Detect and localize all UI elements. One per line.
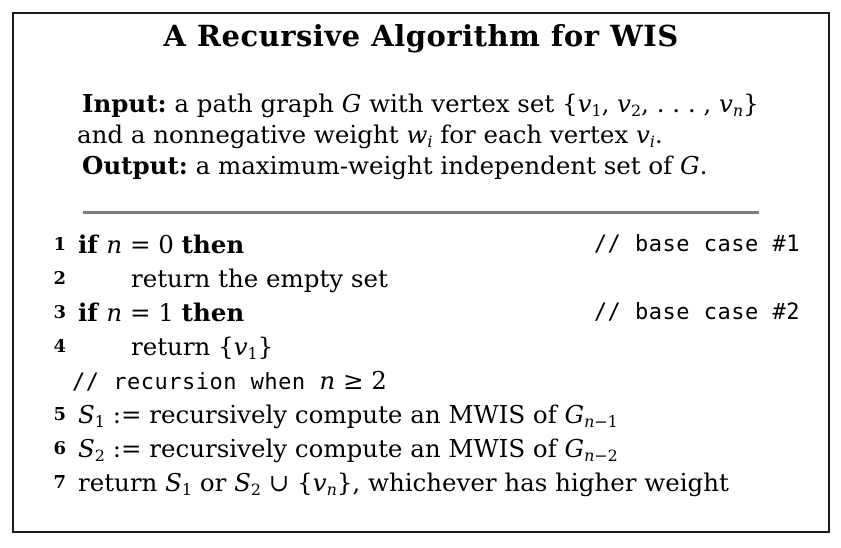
text-segment: = 1 [122,298,182,327]
text-segment: := recursively compute an MWIS of [104,400,565,429]
text-segment: a maximum-weight independent set of [187,151,681,180]
text-segment: } [257,332,274,361]
line-number: 3 [53,302,66,323]
text-segment: return the empty set [131,264,388,293]
statement: return {v1} [131,330,273,364]
text-segment: v [719,89,733,118]
text-segment: i [427,131,433,151]
code-row-3: 4 return {v1} [14,330,828,364]
text-segment: 1 [247,343,258,363]
text-segment: S [78,434,95,463]
text-segment: a path graph [166,89,342,118]
text-segment: v [577,89,592,118]
statement: if n = 0 then [78,228,244,262]
text-segment: 1 [591,100,602,120]
text-segment: ≥ 2 [335,366,387,395]
text-segment: then [181,230,245,259]
preamble-block: Input: a path graph G with vertex set {v… [77,88,759,181]
text-segment: w [406,120,428,149]
text-segment: n [326,479,337,499]
text-segment: := recursively compute an MWIS of [104,434,565,463]
text-segment: return { [131,332,234,361]
text-segment: 2 [94,445,105,465]
text-segment: = 0 [122,230,182,259]
text-segment: with vertex set { [361,89,578,118]
text-segment: S [234,468,251,497]
text-segment: . [699,151,708,180]
text-segment: 1 [181,479,193,499]
text-segment: // recursion when [72,370,320,395]
text-segment: 1 [94,411,105,431]
text-segment: S [78,400,95,429]
line-number: 2 [53,268,66,289]
text-segment: n [106,230,123,259]
text-segment: v [617,89,631,118]
algorithm-box: A Recursive Algorithm for WIS Input: a p… [12,12,830,533]
text-segment: v [635,120,650,149]
text-segment: v [312,468,327,497]
text-segment: −1 [594,411,618,431]
text-segment: G [680,151,700,180]
statement: return the empty set [131,262,388,296]
statement: S1 := recursively compute an MWIS of Gn−… [78,398,618,432]
text-segment: i [649,131,655,151]
text-segment: return [78,468,166,497]
text-segment: and a nonnegative weight [77,120,407,149]
code-row-1: 2 return the empty set [14,262,828,296]
text-segment: n [732,100,744,120]
text-segment: if [78,298,107,327]
text-segment: then [181,298,245,327]
text-segment: n [584,445,595,465]
text-segment: 2 [631,100,642,120]
line-number: 7 [53,472,66,493]
comment-statement: // recursion when n ≥ 2 [72,364,387,400]
text-segment: G [564,434,585,463]
line-number: 4 [53,336,66,357]
text-segment: Output: [82,151,188,180]
statement: if n = 1 then [78,296,244,330]
text-segment: v [233,332,248,361]
line-number: 1 [53,234,66,255]
divider-rule [83,211,759,214]
preamble-line-1: and a nonnegative weight wi for each ver… [77,119,759,150]
code-row-4: // recursion when n ≥ 2 [14,364,828,398]
text-segment: n [106,298,123,327]
statement: S2 := recursively compute an MWIS of Gn−… [78,432,618,466]
text-segment: for each vertex [432,120,636,149]
text-segment: n [319,366,336,395]
text-segment: }, whichever has higher weight [336,468,729,497]
text-segment: ∪ { [261,468,313,497]
code-row-2: 3 if n = 1 then // base case #2 [14,296,828,330]
line-number: 5 [53,404,66,425]
code-row-0: 1 if n = 0 then // base case #1 [14,228,828,262]
text-segment: −2 [594,445,618,465]
text-segment: or [192,468,235,497]
statement: return S1 or S2 ∪ {vn}, whichever has hi… [78,466,729,500]
text-segment: G [341,89,362,118]
algorithm-title: A Recursive Algorithm for WIS [163,19,679,53]
inline-comment: // base case #2 [593,300,800,325]
text-segment: n [584,411,595,431]
text-segment: G [564,400,585,429]
text-segment: , . . . , [641,89,720,118]
text-segment: S [165,468,182,497]
text-segment: } [743,89,759,118]
preamble-line-0: Input: a path graph G with vertex set {v… [82,88,759,119]
line-number: 6 [53,438,66,459]
text-segment: if [78,230,107,259]
text-segment: . [654,120,663,149]
preamble-line-2: Output: a maximum-weight independent set… [82,150,759,181]
text-segment: 2 [250,479,262,499]
text-segment: , [601,89,618,118]
code-listing: 1 if n = 0 then // base case #1 2 return the… [14,228,828,500]
inline-comment: // base case #1 [593,232,800,257]
text-segment: Input: [82,89,167,118]
